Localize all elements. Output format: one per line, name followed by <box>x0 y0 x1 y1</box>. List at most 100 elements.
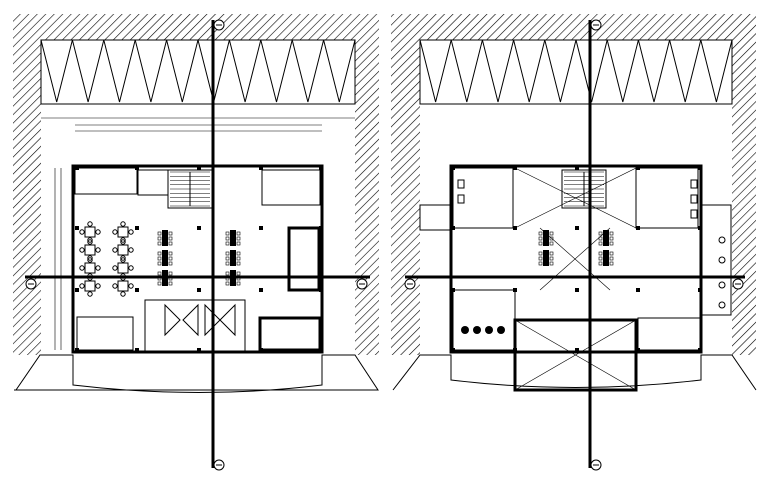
column-icon <box>451 166 455 170</box>
chair <box>79 283 85 289</box>
column-icon <box>575 166 579 170</box>
long-table <box>603 230 609 246</box>
chair <box>120 255 126 261</box>
chair <box>157 241 162 246</box>
column-icon <box>259 226 263 230</box>
chair <box>87 255 93 261</box>
seat-fixture <box>718 281 726 289</box>
chair <box>549 236 554 241</box>
chair <box>112 247 118 253</box>
long-table <box>603 250 609 266</box>
wc-fixture <box>457 179 465 189</box>
column-icon <box>135 166 139 170</box>
chair <box>225 261 230 266</box>
column-icon <box>513 288 517 292</box>
sink-fixture <box>461 326 469 334</box>
chair <box>549 241 554 246</box>
chair <box>157 281 162 286</box>
column-icon <box>135 288 139 292</box>
chair <box>79 265 85 271</box>
left-kitchen <box>74 167 138 195</box>
chair <box>609 261 614 266</box>
left-sawtooth-roof <box>40 39 356 105</box>
left-stair-treads <box>170 171 210 207</box>
dining-table <box>84 262 96 274</box>
chair <box>236 271 241 276</box>
column-icon <box>259 288 263 292</box>
column-icon <box>75 348 79 352</box>
chair <box>120 291 126 297</box>
chair <box>168 281 173 286</box>
column-icon <box>75 226 79 230</box>
dining-table <box>117 280 129 292</box>
column-icon <box>259 166 263 170</box>
chair <box>128 247 134 253</box>
right-balcony-west <box>419 204 451 231</box>
column-icon <box>575 288 579 292</box>
chair <box>538 236 543 241</box>
right-front-steps <box>392 354 757 391</box>
sink-fixture <box>473 326 481 334</box>
long-table <box>230 250 236 266</box>
chair <box>157 236 162 241</box>
chair <box>549 251 554 256</box>
chair <box>168 251 173 256</box>
chair <box>157 251 162 256</box>
left-room-store <box>261 169 321 206</box>
chair <box>538 256 543 261</box>
chair <box>95 247 101 253</box>
chair <box>87 257 93 263</box>
wc-fixture <box>690 194 698 204</box>
right-balcony-east <box>700 204 732 316</box>
chair <box>95 265 101 271</box>
chair <box>598 251 603 256</box>
chair <box>225 271 230 276</box>
left-room-southeast <box>258 316 322 352</box>
left-entrance-lobby <box>144 299 246 353</box>
chair <box>128 229 134 235</box>
wc-fixture <box>690 179 698 189</box>
chair <box>225 231 230 236</box>
chair <box>87 239 93 245</box>
column-icon <box>75 288 79 292</box>
left-grid-axes <box>25 20 370 468</box>
column-icon <box>451 226 455 230</box>
chair <box>549 231 554 236</box>
chair <box>538 251 543 256</box>
column-icon <box>319 226 323 230</box>
right-stair-treads <box>564 171 604 207</box>
chair <box>120 257 126 263</box>
right-rooms <box>419 167 732 392</box>
right-room-southeast <box>637 317 701 351</box>
column-icon <box>135 226 139 230</box>
wc-fixture <box>690 209 698 219</box>
chair <box>128 265 134 271</box>
chair <box>236 251 241 256</box>
left-front-steps <box>14 354 379 393</box>
long-table <box>543 250 549 266</box>
column-icon <box>575 348 579 352</box>
chair <box>236 241 241 246</box>
seat-fixture <box>718 256 726 264</box>
long-table <box>162 230 168 246</box>
column-icon <box>698 288 702 292</box>
chair <box>236 236 241 241</box>
column-icon <box>197 166 201 170</box>
chair <box>157 256 162 261</box>
chair <box>225 281 230 286</box>
column-icon <box>197 348 201 352</box>
left-room-toilets <box>76 316 134 351</box>
chair <box>236 231 241 236</box>
right-void-cross <box>514 167 637 391</box>
sink-fixture <box>497 326 505 334</box>
column-icon <box>197 288 201 292</box>
column-icon <box>319 166 323 170</box>
column-icon <box>451 348 455 352</box>
chair <box>168 271 173 276</box>
column-icon <box>575 226 579 230</box>
chair <box>236 256 241 261</box>
chair <box>225 236 230 241</box>
column-icon <box>636 166 640 170</box>
seat-fixture <box>718 236 726 244</box>
